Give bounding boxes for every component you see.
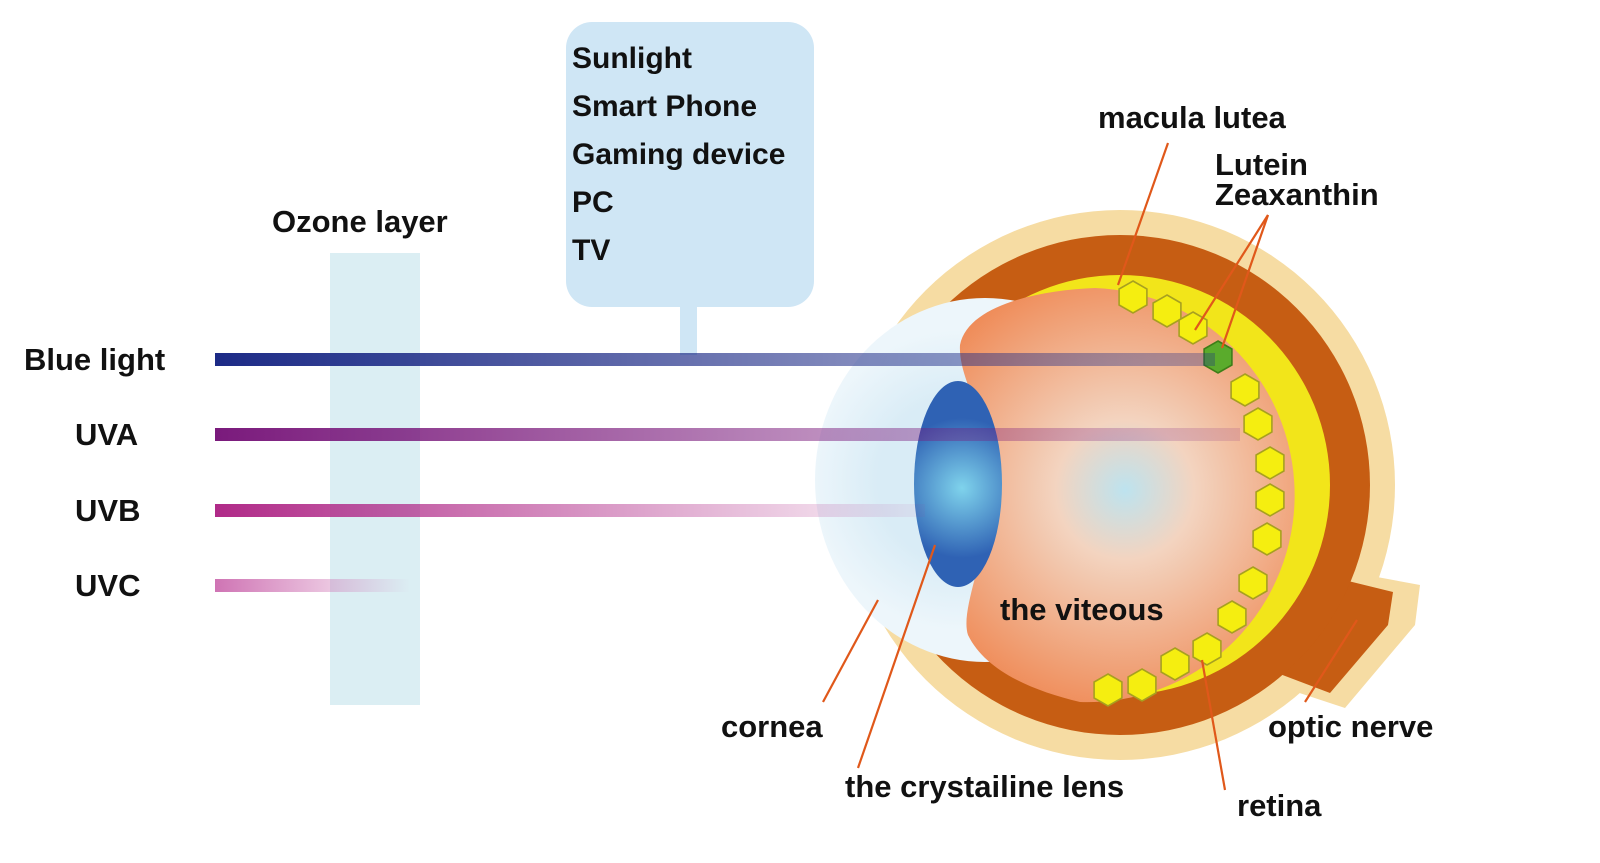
label-macula-lutea: macula lutea [1098, 100, 1287, 135]
ray-uva [215, 428, 1240, 441]
lutein-pigment-hexagon [1152, 294, 1182, 328]
label-cornea: cornea [721, 709, 823, 744]
vitreous-body [959, 288, 1295, 703]
callout-line-lutein [1194, 214, 1269, 331]
lutein-pigment-hexagon [1238, 566, 1268, 600]
ozone-layer-label: Ozone layer [272, 204, 448, 239]
label-vitreous: the viteous [1000, 592, 1164, 627]
lutein-pigment-hexagon [1160, 647, 1190, 681]
label-crystalline-lens: the crystailine lens [845, 769, 1124, 804]
callout-line-macula [1116, 142, 1170, 286]
source-item: Smart Phone [572, 90, 757, 123]
macular-pigment-group [1093, 280, 1285, 707]
lutein-pigment-hexagon [1217, 600, 1247, 634]
ray-label-uva: UVA [75, 417, 138, 452]
source-item: TV [572, 234, 610, 267]
callout-line-cornea [822, 599, 879, 703]
source-item: PC [572, 186, 614, 219]
ozone-layer-band [330, 253, 420, 705]
lutein-pigment-hexagon [1255, 446, 1285, 480]
ray-label-blue-light: Blue light [24, 342, 165, 377]
light-source-box [566, 22, 814, 307]
source-item: Gaming device [572, 138, 785, 171]
light-source-connector [680, 300, 697, 355]
lutein-pigment-hexagon [1252, 522, 1282, 556]
label-optic-nerve: optic nerve [1268, 709, 1433, 744]
crystalline-lens [914, 381, 1002, 587]
callout-line-retina [1200, 659, 1227, 791]
ray-uvc [215, 579, 410, 592]
label-retina: retina [1237, 788, 1322, 823]
callout-line-optic-nerve [1304, 619, 1358, 703]
lutein-pigment-hexagon [1178, 311, 1208, 345]
label-zeaxanthin: Zeaxanthin [1215, 177, 1379, 212]
callout-line-lens [856, 544, 937, 769]
label-lutein: Lutein [1215, 147, 1308, 182]
lutein-pigment-hexagon [1192, 632, 1222, 666]
lutein-pigment-hexagon [1093, 673, 1123, 707]
ray-label-uvc: UVC [75, 568, 140, 603]
source-item: Sunlight [572, 42, 692, 75]
lutein-pigment-hexagon [1118, 280, 1148, 314]
lutein-pigment-hexagon [1230, 373, 1260, 407]
lutein-pigment-hexagon [1127, 668, 1157, 702]
lutein-pigment-hexagon [1255, 483, 1285, 517]
ray-blue-light [215, 353, 1215, 366]
lutein-pigment-hexagon [1243, 407, 1273, 441]
ray-uvb [215, 504, 925, 517]
ray-label-uvb: UVB [75, 493, 140, 528]
callout-lines [822, 142, 1358, 791]
callout-line-zeaxanthin [1220, 214, 1270, 349]
